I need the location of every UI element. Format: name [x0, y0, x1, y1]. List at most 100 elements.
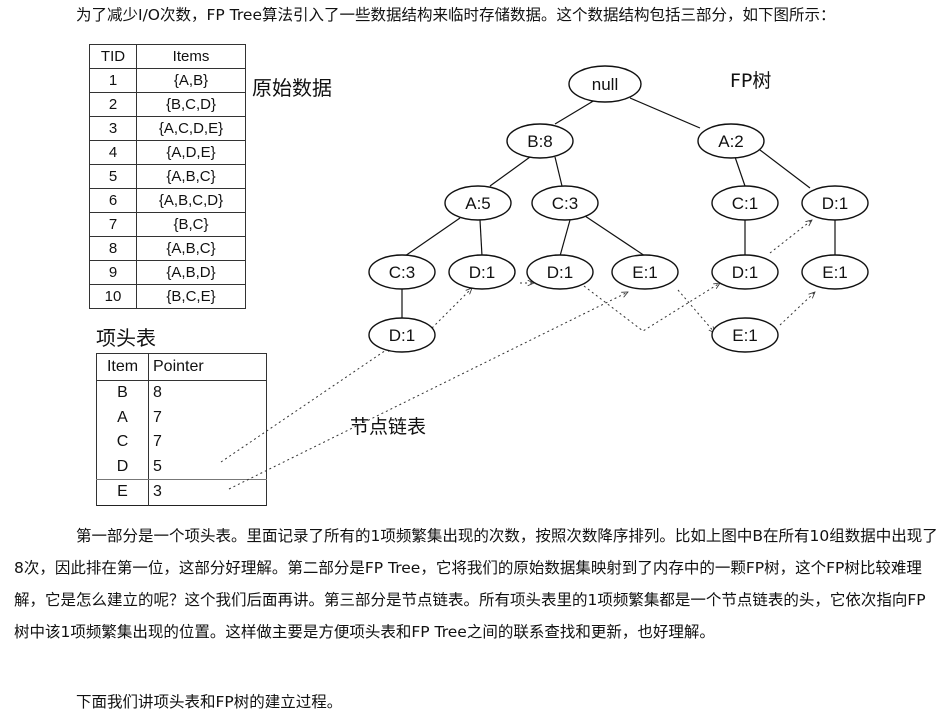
items-cell: {B,C,E} — [136, 284, 246, 309]
node-link-arrow — [779, 292, 815, 326]
outro-paragraph: 下面我们讲项头表和FP树的建立过程。 — [76, 693, 343, 711]
tree-edges — [401, 97, 836, 318]
node-label: A:5 — [465, 194, 491, 213]
node-label: E:1 — [632, 263, 658, 282]
item-col-header: Item — [96, 353, 149, 381]
node-links — [220, 220, 815, 490]
tree-edge — [629, 97, 701, 129]
tid-cell: 3 — [89, 116, 137, 141]
tree-node — [711, 317, 779, 353]
pointer-cell: 3 — [148, 479, 267, 505]
pointer-cell: 5 — [148, 454, 267, 480]
items-cell: {B,C} — [136, 212, 246, 237]
tree-edge — [554, 156, 563, 187]
table-row: 8{A,B,C} — [89, 236, 246, 261]
node-label: D:1 — [732, 263, 758, 282]
pointer-cell: 8 — [148, 380, 267, 406]
body-paragraph: 第一部分是一个项头表。里面记录了所有的1项频繁集出现的次数，按照次数降序排列。比… — [14, 527, 938, 641]
tid-cell: 6 — [89, 188, 137, 213]
tree-edge — [734, 156, 746, 187]
node-label: D:1 — [547, 263, 573, 282]
items-cell: {A,B,C} — [136, 236, 246, 261]
items-cell: {A,B,D} — [136, 260, 246, 285]
tree-edge — [554, 99, 596, 125]
node-label: C:1 — [732, 194, 758, 213]
tree-node — [711, 185, 779, 221]
intro-paragraph: 为了减少I/O次数，FP Tree算法引入了一些数据结构来临时存储数据。这个数据… — [76, 6, 836, 24]
item-cell: C — [96, 430, 149, 455]
items-cell: {A,B,C,D} — [136, 188, 246, 213]
tree-edge — [759, 149, 811, 189]
pointer-col-header: Pointer — [148, 353, 267, 381]
node-label: A:2 — [718, 132, 744, 151]
table-row: 9{A,B,D} — [89, 260, 246, 285]
tree-node — [368, 254, 436, 290]
node-label: C:3 — [389, 263, 415, 282]
tid-cell: 7 — [89, 212, 137, 237]
node-label-null: null — [592, 75, 618, 94]
tid-cell: 9 — [89, 260, 137, 285]
tree-node — [801, 185, 869, 221]
tree-edge — [489, 156, 531, 187]
header-table-label: 项头表 — [96, 326, 156, 350]
tree-node — [568, 65, 642, 103]
node-link-arrow — [677, 289, 715, 333]
table-row: 10{B,C,E} — [89, 284, 246, 309]
table-row: 2{B,C,D} — [89, 92, 246, 117]
tree-node — [801, 254, 869, 290]
header-table-header: Item Pointer — [96, 353, 267, 381]
pointer-cell: 7 — [148, 405, 267, 430]
table-row: 4{A,D,E} — [89, 140, 246, 165]
tree-node — [611, 254, 679, 290]
tree-edge — [404, 217, 461, 257]
node-link-arrow — [431, 288, 472, 329]
transaction-table: TID Items 1{A,B} 2{B,C,D} 3{A,C,D,E} 4{A… — [89, 44, 246, 309]
node-link-arrow — [579, 283, 720, 332]
tree-node — [697, 123, 765, 159]
node-link-arrow — [228, 292, 628, 490]
tree-node — [368, 317, 436, 353]
node-label: E:1 — [732, 326, 758, 345]
item-cell: D — [96, 454, 149, 480]
table-row: 3{A,C,D,E} — [89, 116, 246, 141]
items-cell: {A,C,D,E} — [136, 116, 246, 141]
table-row: 6{A,B,C,D} — [89, 188, 246, 213]
tree-edge — [584, 215, 646, 257]
tree-node — [711, 254, 779, 290]
raw-data-label: 原始数据 — [252, 76, 332, 100]
tree-edge — [559, 219, 571, 257]
node-link-arrow — [769, 220, 812, 254]
table-row: 7{B,C} — [89, 212, 246, 237]
tree-node — [526, 254, 594, 290]
transaction-table-header: TID Items — [89, 44, 246, 69]
node-label: D:1 — [469, 263, 495, 282]
node-label: C:3 — [552, 194, 578, 213]
tree-node — [506, 123, 574, 159]
items-cell: {A,D,E} — [136, 140, 246, 165]
node-link-arrow — [220, 346, 392, 463]
tree-edge — [479, 219, 483, 257]
node-label: D:1 — [822, 194, 848, 213]
tid-cell: 1 — [89, 68, 137, 93]
table-row: 1{A,B} — [89, 68, 246, 93]
tid-header: TID — [89, 44, 137, 69]
tree-node — [444, 185, 512, 221]
pointer-cell: 7 — [148, 430, 267, 455]
node-label: B:8 — [527, 132, 553, 151]
node-label: D:1 — [389, 326, 415, 345]
table-row: 5{A,B,C} — [89, 164, 246, 189]
item-cell: E — [96, 479, 149, 505]
tree-node — [448, 254, 516, 290]
items-cell: {B,C,D} — [136, 92, 246, 117]
node-label: E:1 — [822, 263, 848, 282]
item-cell: B — [96, 380, 149, 406]
tree-node — [531, 185, 599, 221]
node-link-label: 节点链表 — [350, 416, 427, 438]
